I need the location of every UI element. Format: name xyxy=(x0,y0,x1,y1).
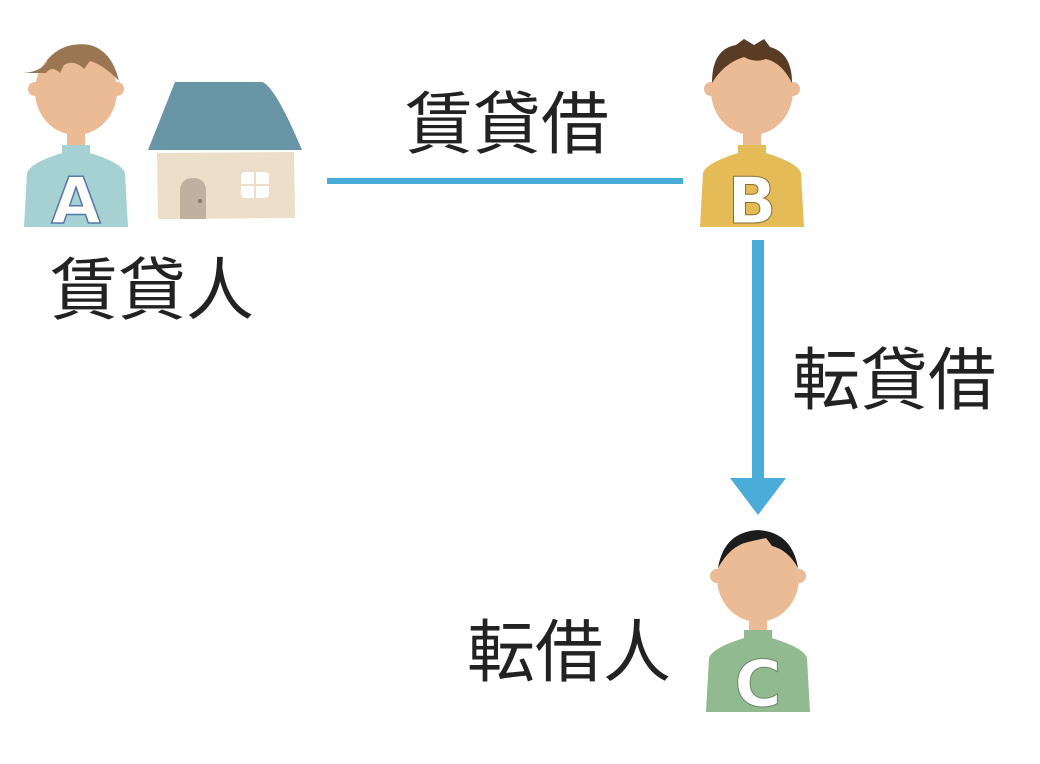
person-a: A xyxy=(24,44,128,240)
head xyxy=(717,534,799,622)
letter-b: B xyxy=(728,165,777,239)
house-icon xyxy=(148,82,302,219)
hair xyxy=(718,530,798,568)
head xyxy=(711,47,793,135)
person-c: C xyxy=(706,530,810,723)
shirt xyxy=(24,145,128,227)
hair xyxy=(712,39,792,83)
letter-c: C xyxy=(735,648,782,722)
person-b: B xyxy=(700,39,804,240)
label-sublessee: 転借人 xyxy=(467,614,671,693)
hair xyxy=(24,44,119,81)
shirt xyxy=(700,145,804,227)
shirt xyxy=(706,630,810,712)
letter-a: A xyxy=(51,165,101,239)
label-lessor: 賃貸人 xyxy=(50,252,254,331)
label-sublease: 転貸借 xyxy=(792,342,996,421)
lease-line xyxy=(327,178,683,184)
sublease-arrow-shaft xyxy=(752,240,764,482)
sublease-arrow-head xyxy=(730,478,786,515)
door xyxy=(180,178,206,219)
label-lease: 賃貸借 xyxy=(405,86,609,165)
